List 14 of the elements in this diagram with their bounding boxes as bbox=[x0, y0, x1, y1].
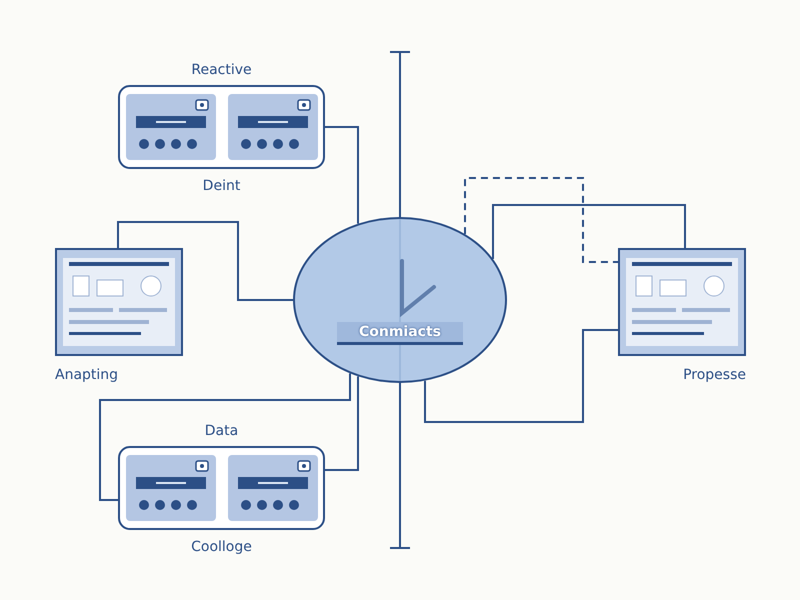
panel-heading: Reactive bbox=[191, 61, 252, 80]
connector-line bbox=[492, 204, 686, 259]
panel-caption: Deint bbox=[202, 177, 240, 195]
connector-line bbox=[99, 373, 351, 501]
panel-caption: Coolloge bbox=[191, 538, 252, 556]
panel-heading: Data bbox=[204, 422, 238, 441]
window-caption: Propesse bbox=[683, 366, 746, 384]
connector-line bbox=[325, 126, 359, 224]
window-caption: Anapting bbox=[55, 366, 118, 384]
connector-line bbox=[424, 329, 618, 423]
connector-line bbox=[464, 177, 618, 263]
connector-line bbox=[117, 221, 293, 301]
connector-line bbox=[325, 376, 359, 471]
hub-label: Conmiacts bbox=[336, 322, 464, 345]
